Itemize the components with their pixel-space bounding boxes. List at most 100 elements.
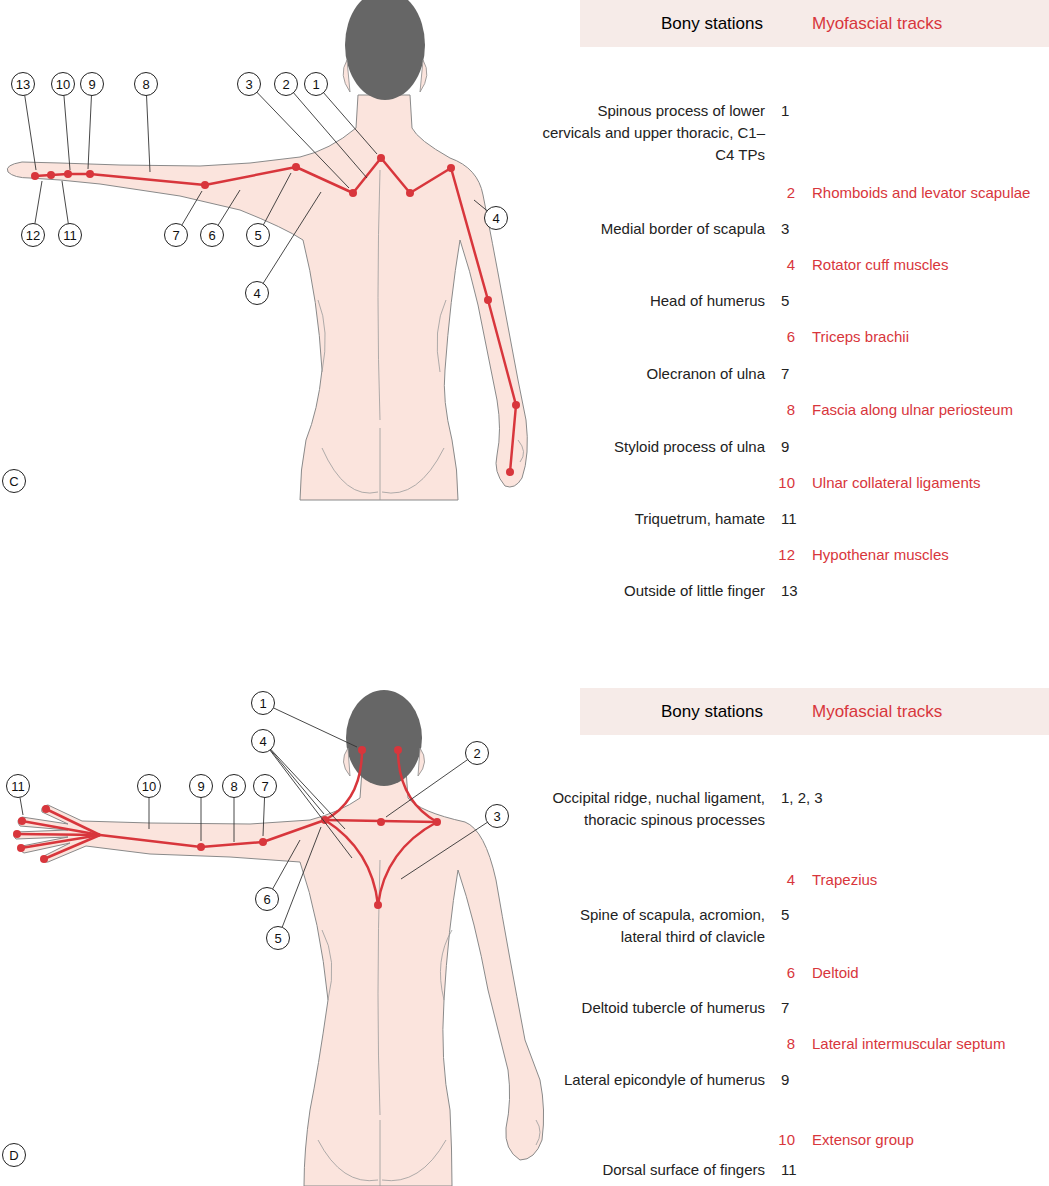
bony-station-number: 13 bbox=[781, 580, 798, 602]
superficial-back-arm-line bbox=[31, 154, 520, 476]
bony-station-text: Head of humerus bbox=[540, 290, 765, 312]
callout-number: 6 bbox=[263, 892, 270, 907]
bony-station-number: 5 bbox=[781, 904, 789, 926]
myofascial-track-text: Extensor group bbox=[812, 1129, 1044, 1151]
callout-circle: 8 bbox=[134, 72, 158, 96]
callout-circle: 7 bbox=[164, 223, 188, 247]
callout-number: 1 bbox=[259, 696, 266, 711]
myofascial-track-number: 4 bbox=[762, 254, 795, 276]
callout-number: 8 bbox=[142, 77, 149, 92]
callout-number: 2 bbox=[473, 746, 480, 761]
myofascial-track-text: Trapezius bbox=[812, 869, 1044, 891]
myofascial-track-text: Rotator cuff muscles bbox=[812, 254, 1044, 276]
callout-circle: 4 bbox=[484, 206, 508, 230]
callout-circle: 8 bbox=[222, 774, 246, 798]
callout-circle: 11 bbox=[58, 223, 82, 247]
bony-station-number: 9 bbox=[781, 436, 789, 458]
column-heading-red: Myofascial tracks bbox=[812, 701, 942, 722]
callout-number: 12 bbox=[26, 228, 40, 243]
callout-circle: 5 bbox=[266, 926, 290, 950]
callout-number: 3 bbox=[245, 77, 252, 92]
bony-station-number: 5 bbox=[781, 290, 789, 312]
callout-number: 2 bbox=[282, 77, 289, 92]
panel-letter: C bbox=[2, 469, 26, 493]
callout-circle: 6 bbox=[255, 887, 279, 911]
callout-circle: 10 bbox=[137, 774, 161, 798]
bony-station-number: 3 bbox=[781, 218, 789, 240]
callout-circle: 6 bbox=[200, 223, 224, 247]
callout-number: 7 bbox=[172, 228, 179, 243]
callout-number: 7 bbox=[261, 779, 268, 794]
bony-station-text: Lateral epicondyle of humerus bbox=[540, 1069, 765, 1091]
myofascial-track-text: Lateral intermuscular septum bbox=[812, 1033, 1044, 1055]
column-heading: Bony stations bbox=[661, 13, 763, 34]
callout-number: 11 bbox=[11, 779, 25, 794]
myofascial-track-number: 2 bbox=[762, 182, 795, 204]
callout-circle: 11 bbox=[6, 774, 30, 798]
myofascial-track-number: 10 bbox=[762, 1129, 795, 1151]
bony-station-text: Spinous process of lower cervicals and u… bbox=[540, 100, 765, 166]
myofascial-track-text: Deltoid bbox=[812, 962, 1044, 984]
callout-number: 4 bbox=[253, 286, 260, 301]
myofascial-track-number: 12 bbox=[762, 544, 795, 566]
callout-circle: 5 bbox=[246, 223, 270, 247]
callout-circle: 2 bbox=[465, 741, 489, 765]
myofascial-track-text: Triceps brachii bbox=[812, 326, 1044, 348]
leader-lines-c bbox=[23, 84, 496, 293]
myofascial-track-text: Rhomboids and levator scapulae bbox=[812, 182, 1044, 204]
myofascial-track-number: 6 bbox=[762, 326, 795, 348]
callout-circle: 2 bbox=[274, 72, 298, 96]
callout-number: 1 bbox=[312, 77, 319, 92]
table-header-band: Bony stations Myofascial tracks bbox=[580, 0, 1049, 47]
bony-station-text: Occipital ridge, nuchal ligament, thorac… bbox=[540, 787, 765, 831]
callout-number: 3 bbox=[493, 809, 500, 824]
callout-circle: 4 bbox=[245, 281, 269, 305]
bony-station-number: 1 bbox=[781, 100, 789, 122]
callout-number: D bbox=[9, 1148, 18, 1163]
bony-station-text: Triquetrum, hamate bbox=[540, 508, 765, 530]
bony-station-number: 9 bbox=[781, 1069, 789, 1091]
callout-circle: 9 bbox=[189, 774, 213, 798]
callout-number: 10 bbox=[56, 77, 70, 92]
callout-number: 5 bbox=[274, 931, 281, 946]
body-figure-c bbox=[7, 0, 527, 500]
bony-station-text: Olecranon of ulna bbox=[540, 363, 765, 385]
callout-number: 13 bbox=[16, 77, 30, 92]
callout-circle: 3 bbox=[485, 804, 509, 828]
column-heading: Bony stations bbox=[661, 701, 763, 722]
myofascial-track-text: Ulnar collateral ligaments bbox=[812, 472, 1044, 494]
callout-circle: 12 bbox=[21, 223, 45, 247]
leader-lines-d bbox=[18, 703, 497, 938]
callout-number: 11 bbox=[63, 228, 77, 243]
bony-station-text: Medial border of scapula bbox=[540, 218, 765, 240]
bony-station-text: Outside of little finger bbox=[540, 580, 765, 602]
callout-circle: 9 bbox=[80, 72, 104, 96]
callout-number: 10 bbox=[142, 779, 156, 794]
bony-station-number: 1, 2, 3 bbox=[781, 787, 823, 809]
body-figure-d bbox=[14, 690, 544, 1186]
callout-circle: 7 bbox=[253, 774, 277, 798]
myofascial-track-number: 8 bbox=[762, 1033, 795, 1055]
bony-station-number: 7 bbox=[781, 363, 789, 385]
callout-number: 4 bbox=[492, 211, 499, 226]
myofascial-track-text: Fascia along ulnar periosteum bbox=[812, 399, 1044, 421]
bony-station-number: 11 bbox=[781, 508, 797, 530]
callout-circle: 3 bbox=[237, 72, 261, 96]
panel-letter: D bbox=[2, 1143, 26, 1167]
table-header-band: Bony stations Myofascial tracks bbox=[580, 688, 1049, 735]
myofascial-track-number: 10 bbox=[762, 472, 795, 494]
myofascial-track-text: Hypothenar muscles bbox=[812, 544, 1044, 566]
myofascial-track-number: 6 bbox=[762, 962, 795, 984]
bony-station-text: Styloid process of ulna bbox=[540, 436, 765, 458]
callout-number: C bbox=[9, 474, 18, 489]
callout-circle: 4 bbox=[251, 729, 275, 753]
bony-station-number: 11 bbox=[781, 1159, 797, 1181]
callout-circle: 10 bbox=[51, 72, 75, 96]
column-heading-red: Myofascial tracks bbox=[812, 13, 942, 34]
callout-circle: 1 bbox=[304, 72, 328, 96]
myofascial-track-number: 4 bbox=[762, 869, 795, 891]
callout-circle: 1 bbox=[251, 691, 275, 715]
bony-station-text: Dorsal surface of fingers bbox=[540, 1159, 765, 1181]
